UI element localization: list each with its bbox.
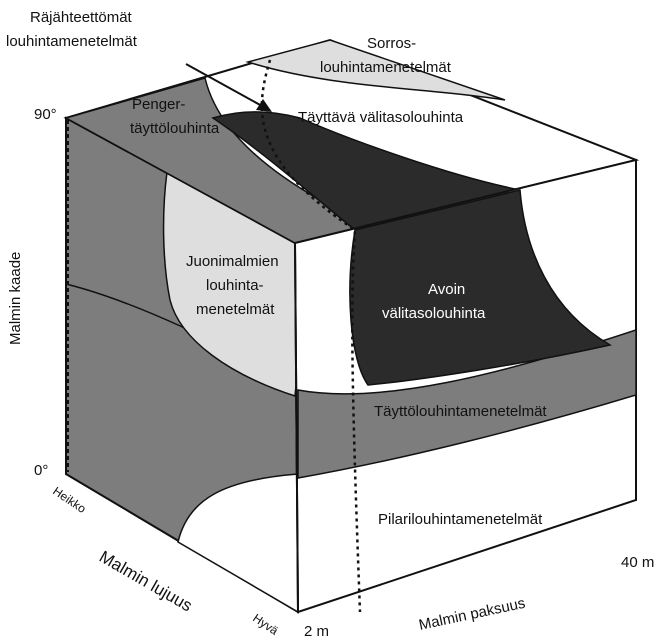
strength-weak-tick: Heikko (50, 484, 89, 516)
title-line1: Räjähteettömät (30, 9, 133, 26)
juonimalmien-label-2: louhinta- (206, 277, 264, 294)
tayttava-label: Täyttävä välitasolouhinta (298, 109, 464, 126)
pilari-label: Pilarilouhintamenetelmät (378, 511, 543, 528)
sorros-label-1: Sorros- (367, 35, 416, 52)
avoin-label-2: välitasolouhinta (382, 305, 486, 322)
penger-label-2: täyttölouhinta (130, 120, 220, 137)
sorros-label-2: louhintamenetelmät (320, 59, 452, 76)
strength-strong-tick: Hyvä (250, 611, 281, 638)
title-line2: louhintamenetelmät (6, 33, 138, 50)
thickness-min-tick: 2 m (304, 623, 329, 640)
juonimalmien-label-3: menetelmät (196, 301, 275, 318)
thickness-axis-label: Malmin paksuus (417, 595, 527, 634)
tayttolouhinta-label: Täyttölouhintamenetelmät (374, 403, 547, 420)
thickness-max-tick: 40 m (621, 554, 654, 571)
strength-axis-label: Malmin lujuus (96, 547, 196, 615)
dip-bottom-tick: 0° (34, 462, 48, 479)
juonimalmien-label-1: Juonimalmien (186, 253, 279, 270)
avoin-label-1: Avoin (428, 281, 465, 298)
dip-top-tick: 90° (34, 106, 57, 123)
penger-label-1: Penger- (132, 96, 185, 113)
dip-axis-label: Malmin kaade (7, 252, 24, 345)
